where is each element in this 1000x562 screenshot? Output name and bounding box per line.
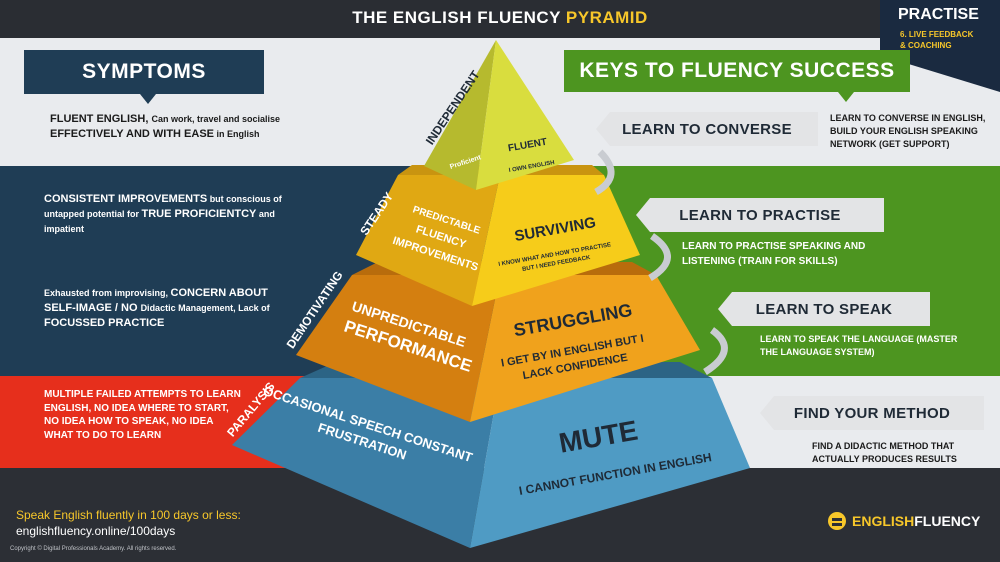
symptom-1-part: FLUENT ENGLISH,	[50, 113, 152, 125]
curve-arrow-icon	[594, 149, 615, 196]
key-desc-method: FIND A DIDACTIC METHOD THAT ACTUALLY PRO…	[812, 441, 957, 465]
key-desc-practise: LEARN TO PRACTISE SPEAKING AND LISTENING…	[682, 241, 866, 267]
pyramid-level-1-right-face	[476, 40, 574, 190]
key-banner-converse: LEARN TO CONVERSE	[596, 112, 818, 146]
key-desc-converse: LEARN TO CONVERSE IN ENGLISH, BUILD YOUR…	[830, 113, 986, 150]
symptom-1-part: EFFECTIVELY AND WITH EASE	[50, 127, 215, 140]
keys-pointer	[838, 92, 854, 102]
symptom-3-part: , Lack of	[233, 302, 270, 313]
title-highlight: PYRAMID	[565, 8, 648, 27]
key-banner-method: FIND YOUR METHOD	[760, 396, 984, 430]
practise-subtitle-1: 6. LIVE FEEDBACK	[900, 30, 974, 39]
symptom-3-part: CONCERN ABOUT SELF-IMAGE / NO	[44, 287, 268, 314]
pyramid-level-4-right-face	[470, 378, 750, 548]
symptoms-heading: SYMPTOMS	[24, 50, 264, 94]
keys-heading: KEYS TO FLUENCY SUCCESS	[564, 50, 910, 92]
curve-arrow-icon	[648, 233, 671, 282]
promo-link[interactable]: englishfluency.online/100days	[16, 524, 176, 538]
symptom-3: Exhausted from improvising, CONCERN ABOU…	[44, 286, 284, 331]
key-desc-speak: LEARN TO SPEAK THE LANGUAGE (MASTER THE …	[760, 334, 958, 358]
practise-title: PRACTISE	[898, 6, 979, 23]
page-title: THE ENGLISH FLUENCY PYRAMID	[0, 8, 1000, 28]
brand-logo: ENGLISH FLUENCY	[828, 512, 980, 530]
key-banner-practise: LEARN TO PRACTISE	[636, 198, 884, 232]
title-main: THE ENGLISH FLUENCY	[352, 8, 561, 27]
symptoms-pointer	[140, 94, 156, 104]
promo-text: Speak English fluently in 100 days or le…	[16, 508, 241, 522]
pyramid-level-4-left-face	[232, 378, 500, 548]
curve-arrow-icon	[703, 327, 728, 375]
pyramid-level-2-right-face	[472, 175, 640, 306]
practise-subtitle-2: & COACHING	[900, 41, 952, 50]
symptom-3-part: Exhausted from improvising,	[44, 288, 171, 298]
logo-text-fluency: FLUENCY	[914, 513, 981, 529]
pyramid-level-1-left-face	[424, 40, 496, 190]
logo-text-english: ENGLISH	[852, 513, 915, 529]
pyramid-level-2-left-face	[356, 175, 500, 306]
symptom-1-part: Can work, travel	[151, 114, 221, 124]
copyright-text: Copyright © Digital Professionals Academ…	[10, 546, 177, 552]
pyramid-level-3-left-face	[296, 275, 500, 422]
symptom-4: MULTIPLE FAILED ATTEMPTS TO LEARN ENGLIS…	[44, 389, 241, 441]
symptom-1-part: in English	[214, 128, 260, 139]
symptom-1-part: and socialise	[220, 114, 281, 124]
symptom-2-part: and impatient	[44, 208, 275, 234]
symptom-3-part: Didactic Management	[140, 302, 234, 313]
top-bar	[0, 0, 1000, 38]
symptom-2-part: TRUE PROFICIENTCY	[141, 207, 257, 220]
symptom-1: FLUENT ENGLISH, Can work, travel and soc…	[50, 112, 290, 142]
symptom-2-part: but conscious of untapped potential for	[44, 194, 282, 219]
symptom-3-part: FOCUSSED PRACTICE	[44, 316, 165, 329]
key-banner-speak: LEARN TO SPEAK	[718, 292, 930, 326]
speech-bubble-icon	[828, 512, 846, 530]
symptom-2: CONSISTENT IMPROVEMENTS but conscious of…	[44, 192, 304, 237]
symptom-2-part: CONSISTENT IMPROVEMENTS	[44, 193, 208, 205]
pyramid-level-3-right-face	[470, 275, 700, 422]
